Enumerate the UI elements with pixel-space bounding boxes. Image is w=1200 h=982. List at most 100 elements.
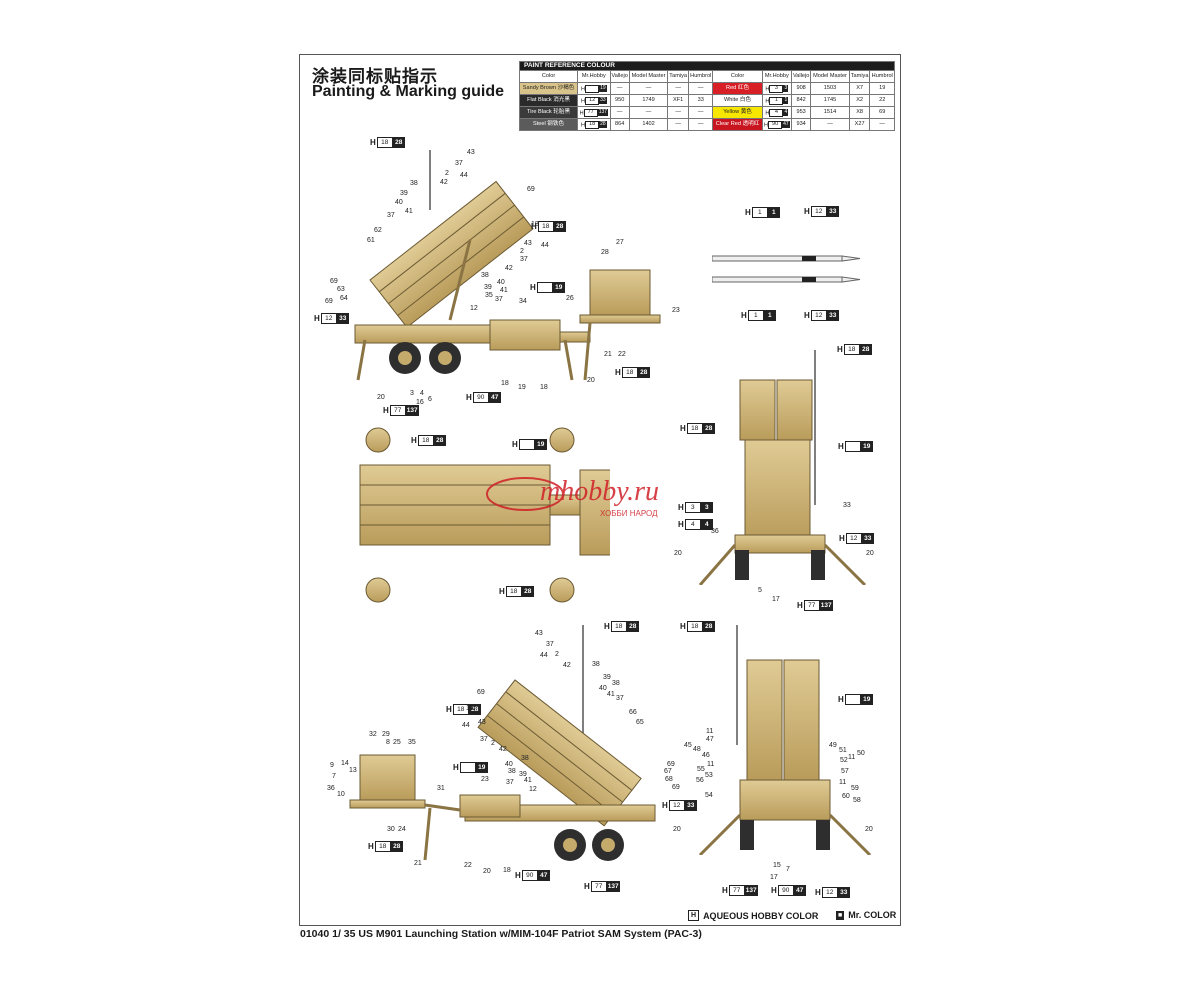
part-number-label: 26 [566,295,574,302]
part-number-label: 37 [506,779,514,786]
humbrol-code: — [869,118,895,131]
rear-view-launcher [698,625,872,855]
part-number-label: 38 [592,661,600,668]
part-number-label: 13 [349,767,357,774]
part-number-label: 4 [420,390,424,397]
tamiya-code: XF1 [667,94,689,107]
part-number-label: 2 [520,248,524,255]
part-number-label: 21 [604,351,612,358]
part-number-label: 42 [499,746,507,753]
part-number-label: 53 [705,772,713,779]
modelmaster-code: — [810,118,850,131]
part-number-label: 41 [405,208,413,215]
part-number-label: 11 [848,754,856,761]
part-number-label: 58 [853,797,861,804]
color-swatch: Yellow 黄色 [712,106,763,119]
color-swatch: Red 红色 [712,82,763,95]
part-number-label: 32 [369,731,377,738]
part-number-label: 41 [524,777,532,784]
part-number-label: 38 [521,755,529,762]
mrcolor-label: Mr. COLOR [848,910,897,920]
part-number-label: 65 [636,719,644,726]
part-number-label: 44 [540,652,548,659]
part-number-label: 18 [540,384,548,391]
color-swatch: Flat Black 消光黑 [518,94,579,107]
front-view-launcher [698,350,867,585]
part-number-label: 19 [518,384,526,391]
part-number-label: 11 [839,779,847,786]
tamiya-code: — [667,106,689,119]
part-number-label: 51 [839,747,847,754]
header-modelmaster: Model Master [628,70,669,83]
title-english: Painting & Marking guide [312,83,505,100]
vallejo-code: — [609,82,630,95]
part-number-label: 20 [587,377,595,384]
part-number-label: 57 [841,768,849,775]
part-number-label: 42 [505,265,513,272]
header-vallejo: Vallejo [609,70,630,83]
legend-mrcolor: ■ Mr. COLOR [836,910,896,920]
part-number-label: 40 [505,761,513,768]
side-view-launcher-top [354,150,661,381]
part-number-label: 37 [520,256,528,263]
humbrol-code: 19 [869,82,895,95]
part-number-label: 29 [382,731,390,738]
aqueous-marker-icon: H [688,910,700,921]
part-number-label: 44 [460,172,468,179]
modelmaster-code: — [628,82,669,95]
part-number-label: 52 [840,757,848,764]
part-number-label: 36 [711,528,719,535]
header-tamiya: Tamiya [848,70,871,83]
part-number-label: 18 [501,380,509,387]
tamiya-code: — [667,82,689,95]
part-number-label: 63 [337,286,345,293]
part-number-label: 69 [325,298,333,305]
part-number-label: 55 [697,766,705,773]
part-number-label: 62 [374,227,382,234]
part-number-label: 61 [367,237,375,244]
missile-detail [712,255,861,283]
paint-table-title: PAINT REFERENCE COLOUR [519,61,895,71]
part-number-label: 50 [857,750,865,757]
humbrol-code: — [687,118,714,131]
part-number-label: 43 [478,719,486,726]
part-number-label: 38 [410,180,418,187]
vallejo-code: 953 [791,106,812,119]
header-tamiya: Tamiya [667,70,689,83]
part-number-label: 40 [395,199,403,206]
part-number-label: 37 [546,641,554,648]
part-number-label: 68 [665,776,673,783]
part-number-label: 39 [400,190,408,197]
part-number-label: 18 [466,705,474,712]
part-number-label: 42 [563,662,571,669]
part-number-label: 56 [696,777,704,784]
part-number-label: 59 [851,785,859,792]
header-modelmaster: Model Master [810,70,850,83]
part-number-label: 37 [455,160,463,167]
